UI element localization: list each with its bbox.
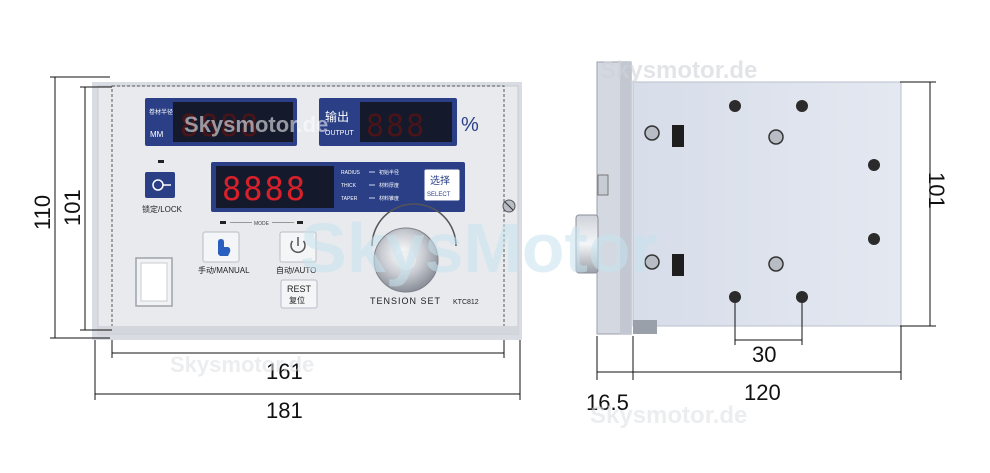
side-bracket-foot <box>633 320 657 334</box>
mode-indicator-list: RADIUS 初始半径 THICK 材料厚度 TAPER 材料锥度 <box>341 169 399 202</box>
output-display-digits: 888 <box>366 109 426 144</box>
power-switch-rocker <box>140 262 168 302</box>
select-label-cn: 选择 <box>430 174 450 187</box>
knob-scale-arc <box>371 203 457 247</box>
lock-indicator-led <box>158 160 164 163</box>
watermark-bottom-left: Skysmotor.de <box>170 352 314 377</box>
rest-button[interactable] <box>280 279 318 309</box>
radius-unit: MM <box>150 130 164 139</box>
watermark-side-top: Skysmotor.de <box>600 57 757 84</box>
side-bracket <box>632 81 902 327</box>
mode-indicator-radius-en: RADIUS <box>341 170 361 176</box>
main-display-screen <box>216 166 334 208</box>
power-icon-arc <box>290 240 306 254</box>
mode-indicator-thick-en: THICK <box>341 183 357 189</box>
dim-front-height-outer: 110 <box>30 195 55 230</box>
mode-indicator-taper-cn: 材料锥度 <box>379 195 399 202</box>
dim-side-flange: 16.5 <box>586 390 629 415</box>
auto-indicator-led <box>297 221 303 224</box>
side-dimensions <box>596 81 936 380</box>
manual-label: 手动/MANUAL <box>198 265 250 275</box>
watermark-large: SkysMotor <box>300 209 658 287</box>
mode-indicator-radius-cn: 初始半径 <box>379 169 399 176</box>
mode-indicator-thick-led <box>369 184 375 186</box>
radius-display-screen <box>173 102 293 142</box>
side-slot <box>672 254 684 276</box>
manual-indicator-led <box>220 221 226 224</box>
lock-button[interactable] <box>145 172 175 198</box>
lock-label: 锁定/LOCK <box>142 204 183 214</box>
rest-label-cn: 复位 <box>289 295 305 305</box>
dim-side-depth: 120 <box>744 380 781 405</box>
output-label-cn: 输出 <box>325 109 349 124</box>
dim-front-width-inner: 161 <box>266 359 303 384</box>
knob-cap <box>396 250 416 270</box>
output-label-en: OUTPUT <box>325 130 355 137</box>
mode-indicator-taper-led <box>369 197 375 199</box>
hole <box>868 233 880 245</box>
hand-icon <box>218 239 231 256</box>
auto-label: 自动/AUTO <box>276 265 316 275</box>
mode-label: MODE <box>254 221 270 227</box>
select-button[interactable] <box>423 168 461 202</box>
mode-indicator-radius-led <box>369 171 375 173</box>
hole <box>796 291 808 303</box>
dim-side-hole-spacing: 30 <box>752 342 776 367</box>
mode-divider-right <box>272 222 294 223</box>
hole <box>796 100 808 112</box>
watermark-top: Skysmotor.de <box>184 112 328 137</box>
radius-label-cn: 卷材半径 <box>149 108 173 116</box>
main-display-digits: 8888 <box>222 170 307 208</box>
knob-label: TENSION SET <box>370 296 441 306</box>
model-label: KTC812 <box>453 299 479 306</box>
side-switch-tab <box>597 174 609 196</box>
select-label-en: SELECT <box>427 192 451 198</box>
panel-lip <box>98 326 518 334</box>
side-view <box>575 61 902 335</box>
side-slot <box>672 125 684 147</box>
rest-label-en: REST <box>287 284 312 294</box>
hole <box>729 291 741 303</box>
hole <box>729 100 741 112</box>
radius-display-digits: 8888 <box>180 109 260 144</box>
dim-front-height-inner: 101 <box>60 189 85 226</box>
output-display-screen <box>360 102 452 142</box>
watermark-bottom-right: Skysmotor.de <box>590 402 747 429</box>
hole <box>868 159 880 171</box>
mode-divider-left <box>230 222 252 223</box>
mode-indicator-taper-en: TAPER <box>341 196 358 202</box>
auto-button[interactable] <box>279 231 317 263</box>
percent-sign: % <box>461 114 479 136</box>
front-panel: 卷材半径 MM 8888 输出 OUTPUT 888 % 锁定/LOCK 888… <box>92 82 522 340</box>
front-dimensions <box>50 76 521 400</box>
dim-front-width-outer: 181 <box>266 398 303 423</box>
side-mounting-holes <box>729 100 880 303</box>
mode-indicator-thick-cn: 材料厚度 <box>379 182 399 189</box>
screw-slot <box>504 201 514 211</box>
side-flange-edge <box>620 62 631 334</box>
side-screws <box>644 125 784 272</box>
side-knob <box>575 214 599 274</box>
dim-side-height: 101 <box>924 172 949 209</box>
